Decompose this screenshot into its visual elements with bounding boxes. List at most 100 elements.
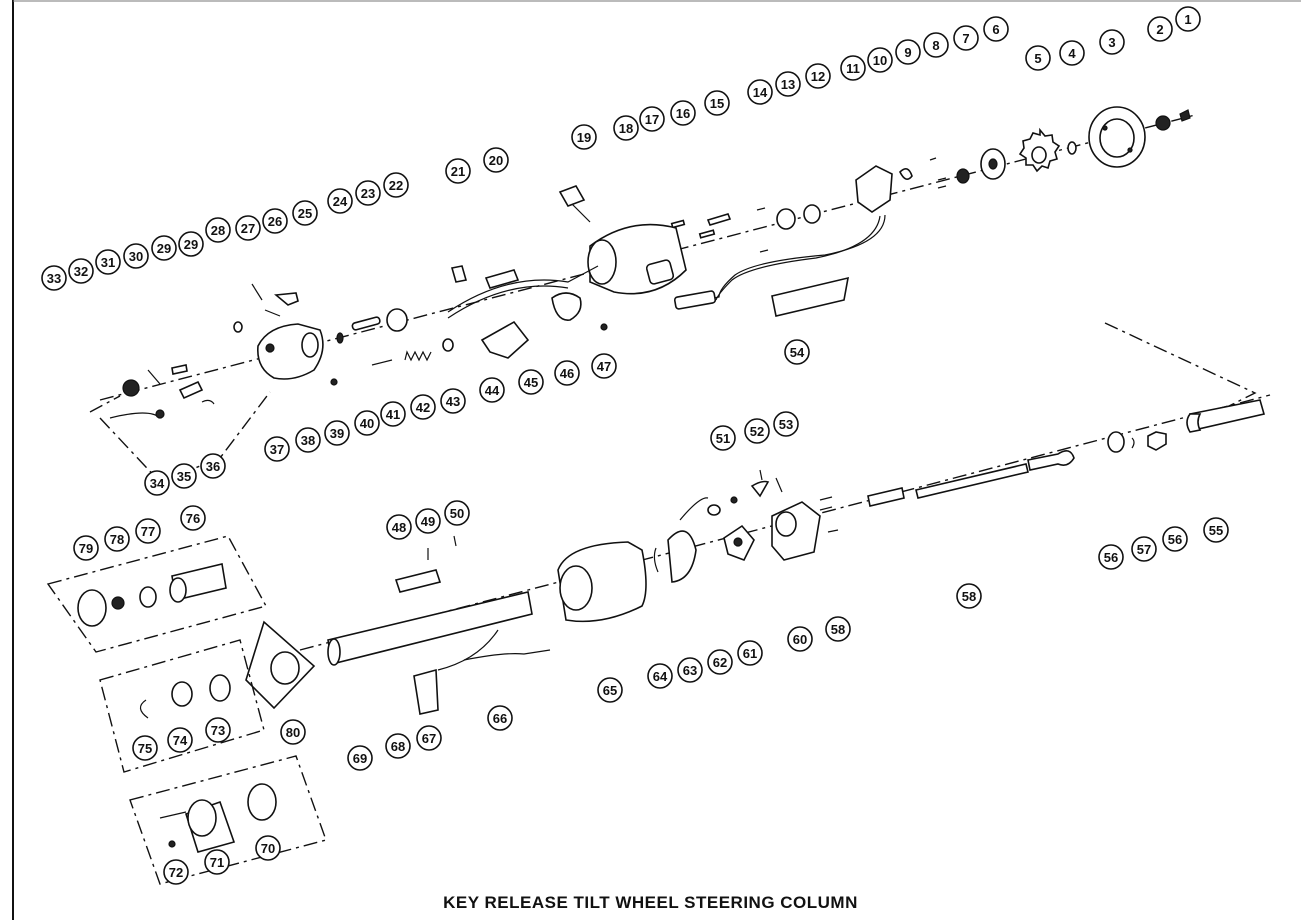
callout-43: 43 xyxy=(440,388,466,414)
callout-circle xyxy=(167,727,193,753)
callout-circle xyxy=(440,388,466,414)
callout-number: 38 xyxy=(301,433,315,448)
callout-circle xyxy=(747,79,773,105)
callout-circle xyxy=(710,425,736,451)
callout-number: 45 xyxy=(524,375,538,390)
callout-layer: 1234567891011121314151617181920212223242… xyxy=(41,6,1229,885)
callout-34: 34 xyxy=(144,470,170,496)
callout-circle xyxy=(416,725,442,751)
callout-circle xyxy=(178,231,204,257)
callout-circle xyxy=(737,640,763,666)
callout-number: 46 xyxy=(560,366,574,381)
callout-80: 80 xyxy=(280,719,306,745)
callout-circle xyxy=(41,265,67,291)
callout-62: 62 xyxy=(707,649,733,675)
callout-38: 38 xyxy=(295,427,321,453)
callout-circle xyxy=(73,535,99,561)
callout-circle xyxy=(200,453,226,479)
callout-57: 57 xyxy=(1131,536,1157,562)
callout-36: 36 xyxy=(200,453,226,479)
callout-circle xyxy=(840,55,866,81)
callout-circle xyxy=(1099,29,1125,55)
callout-circle xyxy=(487,705,513,731)
callout-number: 76 xyxy=(186,511,200,526)
callout-circle xyxy=(677,657,703,683)
callout-number: 39 xyxy=(330,426,344,441)
callout-circle xyxy=(983,16,1009,42)
callout-number: 16 xyxy=(676,106,690,121)
callout-21: 21 xyxy=(445,158,471,184)
callout-circle xyxy=(163,859,189,885)
callout-number: 29 xyxy=(157,241,171,256)
callout-number: 9 xyxy=(904,45,911,60)
callout-circle xyxy=(744,418,770,444)
callout-number: 7 xyxy=(962,31,969,46)
callout-circle xyxy=(255,835,281,861)
callout-78: 78 xyxy=(104,526,130,552)
callout-70: 70 xyxy=(255,835,281,861)
callout-35: 35 xyxy=(171,463,197,489)
callout-circle xyxy=(180,505,206,531)
callout-number: 14 xyxy=(753,85,768,100)
callout-45: 45 xyxy=(518,369,544,395)
callout-49: 49 xyxy=(415,508,441,534)
callout-number: 29 xyxy=(184,237,198,252)
callout-46: 46 xyxy=(554,360,580,386)
callout-number: 47 xyxy=(597,359,611,374)
callout-74: 74 xyxy=(167,727,193,753)
callout-number: 57 xyxy=(1137,542,1151,557)
callout-number: 61 xyxy=(743,646,757,661)
callout-circle xyxy=(670,100,696,126)
callout-30: 30 xyxy=(123,243,149,269)
callout-number: 27 xyxy=(241,221,255,236)
callout-77: 77 xyxy=(135,518,161,544)
callout-56: 56 xyxy=(1098,544,1124,570)
callout-33: 33 xyxy=(41,265,67,291)
callout-12: 12 xyxy=(805,63,831,89)
callout-number: 19 xyxy=(577,130,591,145)
callout-circle xyxy=(355,180,381,206)
callout-69: 69 xyxy=(347,745,373,771)
callout-number: 56 xyxy=(1104,550,1118,565)
callout-circle xyxy=(1175,6,1201,32)
callout-number: 43 xyxy=(446,394,460,409)
callout-number: 50 xyxy=(450,506,464,521)
callout-23: 23 xyxy=(355,180,381,206)
callout-circle xyxy=(327,188,353,214)
callout-circle xyxy=(171,463,197,489)
callout-circle xyxy=(483,147,509,173)
callout-number: 10 xyxy=(873,53,887,68)
callout-circle xyxy=(385,733,411,759)
callout-64: 64 xyxy=(647,663,673,689)
callout-number: 68 xyxy=(391,739,405,754)
callout-circle xyxy=(380,401,406,427)
callout-25: 25 xyxy=(292,200,318,226)
callout-15: 15 xyxy=(704,90,730,116)
callout-number: 4 xyxy=(1068,46,1076,61)
callout-number: 20 xyxy=(489,153,503,168)
callout-22: 22 xyxy=(383,172,409,198)
callout-number: 44 xyxy=(485,383,500,398)
callout-16: 16 xyxy=(670,100,696,126)
callout-56: 56 xyxy=(1162,526,1188,552)
callout-circle xyxy=(205,717,231,743)
callout-circle xyxy=(867,47,893,73)
callout-number: 69 xyxy=(353,751,367,766)
callout-number: 30 xyxy=(129,249,143,264)
callout-number: 54 xyxy=(790,345,805,360)
callout-number: 5 xyxy=(1034,51,1041,66)
callout-20: 20 xyxy=(483,147,509,173)
callout-11: 11 xyxy=(840,55,866,81)
callout-number: 58 xyxy=(962,589,976,604)
callout-number: 26 xyxy=(268,214,282,229)
callout-42: 42 xyxy=(410,394,436,420)
callout-circle xyxy=(132,735,158,761)
callout-number: 55 xyxy=(1209,523,1223,538)
callout-number: 37 xyxy=(270,442,284,457)
callout-27: 27 xyxy=(235,215,261,241)
callout-51: 51 xyxy=(710,425,736,451)
callout-number: 63 xyxy=(683,663,697,678)
callout-52: 52 xyxy=(744,418,770,444)
callout-31: 31 xyxy=(95,249,121,275)
